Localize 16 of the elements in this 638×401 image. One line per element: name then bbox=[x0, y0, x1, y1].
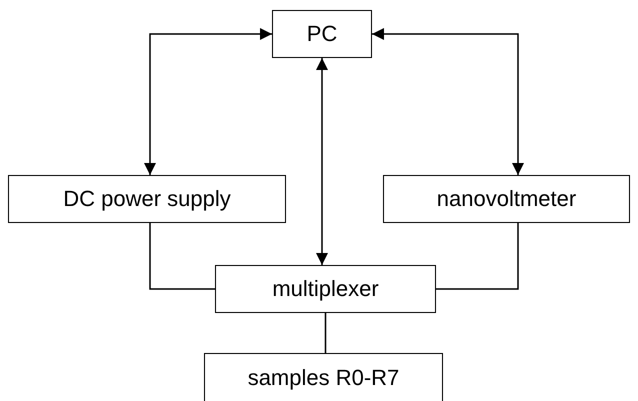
connector-line bbox=[324, 313, 326, 353]
block-box bbox=[8, 175, 286, 223]
block-box bbox=[215, 265, 436, 313]
block-box bbox=[383, 175, 630, 223]
node-label: samples R0-R7 bbox=[248, 365, 400, 391]
double-arrow bbox=[372, 28, 524, 175]
node-label: DC power supply bbox=[63, 186, 231, 212]
connector-line bbox=[149, 223, 215, 290]
double-arrow bbox=[144, 28, 272, 175]
connector-line bbox=[436, 223, 519, 290]
block-box bbox=[272, 10, 372, 58]
node-label: PC bbox=[306, 21, 338, 47]
node-label: multiplexer bbox=[272, 276, 379, 302]
node-label: nanovoltmeter bbox=[436, 186, 576, 212]
block-box bbox=[204, 353, 443, 401]
double-arrow bbox=[316, 58, 328, 265]
